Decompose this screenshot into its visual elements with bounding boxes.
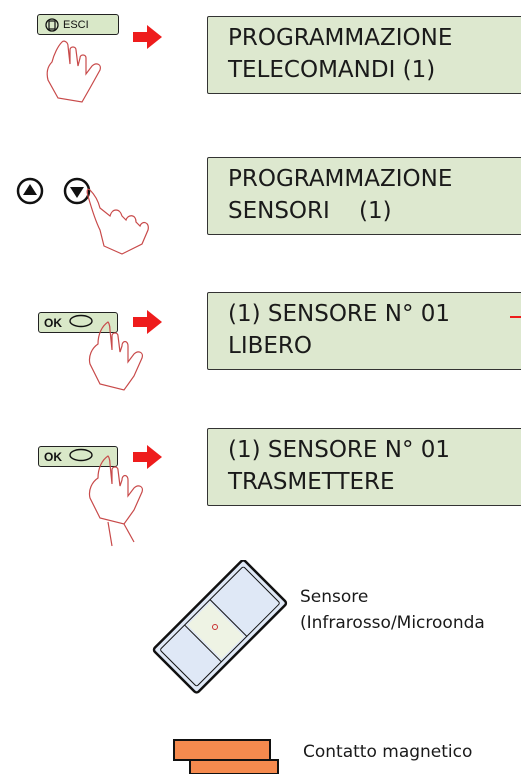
esci-button-label: ESCI <box>63 18 89 31</box>
lcd-display-1: PROGRAMMAZIONE TELECOMANDI (1) <box>207 16 521 94</box>
lcd-display-3: (1) SENSORE N° 01 LIBERO <box>207 292 521 370</box>
lcd-display-2: PROGRAMMAZIONE SENSORI (1) <box>207 157 521 235</box>
up-button-icon[interactable] <box>15 176 45 206</box>
right-arrow-icon <box>133 445 162 469</box>
contact-caption: Contatto magnetico <box>303 742 473 762</box>
lcd-line-1: PROGRAMMAZIONE <box>228 166 453 192</box>
pointing-hand-icon <box>88 321 143 391</box>
phone-icon <box>43 17 61 32</box>
esci-button[interactable]: ESCI <box>37 14 119 35</box>
lcd-line-1: (1) SENSORE N° 01 <box>228 301 451 327</box>
down-button-icon[interactable] <box>62 176 92 206</box>
pointing-hand-icon <box>46 40 101 103</box>
lcd-line-2: SENSORI (1) <box>228 198 392 224</box>
right-arrow-icon <box>133 310 162 334</box>
lcd-display-4: (1) SENSORE N° 01 TRASMETTERE <box>207 428 521 506</box>
pointing-hand-icon <box>86 188 149 255</box>
lcd-line-2: TELECOMANDI (1) <box>228 57 436 83</box>
lcd-line-2: TRASMETTERE <box>228 469 395 495</box>
pointing-hand-icon <box>88 455 143 547</box>
button-circle-icon <box>68 448 94 465</box>
sensor-caption-2: (Infrarosso/Microonda <box>300 613 485 633</box>
lcd-line-1: PROGRAMMAZIONE <box>228 25 453 51</box>
lcd-line-2: LIBERO <box>228 333 312 359</box>
ok-button-label: OK <box>44 315 62 330</box>
ok-button[interactable]: OK <box>38 446 118 467</box>
magnetic-contact-icon <box>173 739 279 774</box>
lcd-line-1: (1) SENSORE N° 01 <box>228 437 451 463</box>
ok-button-label: OK <box>44 449 62 464</box>
sensor-caption-1: Sensore <box>300 587 369 607</box>
button-circle-icon <box>68 314 94 331</box>
motion-sensor-icon <box>152 560 288 694</box>
edge-marker <box>510 316 521 318</box>
ok-button[interactable]: OK <box>38 312 118 333</box>
right-arrow-icon <box>133 25 162 49</box>
